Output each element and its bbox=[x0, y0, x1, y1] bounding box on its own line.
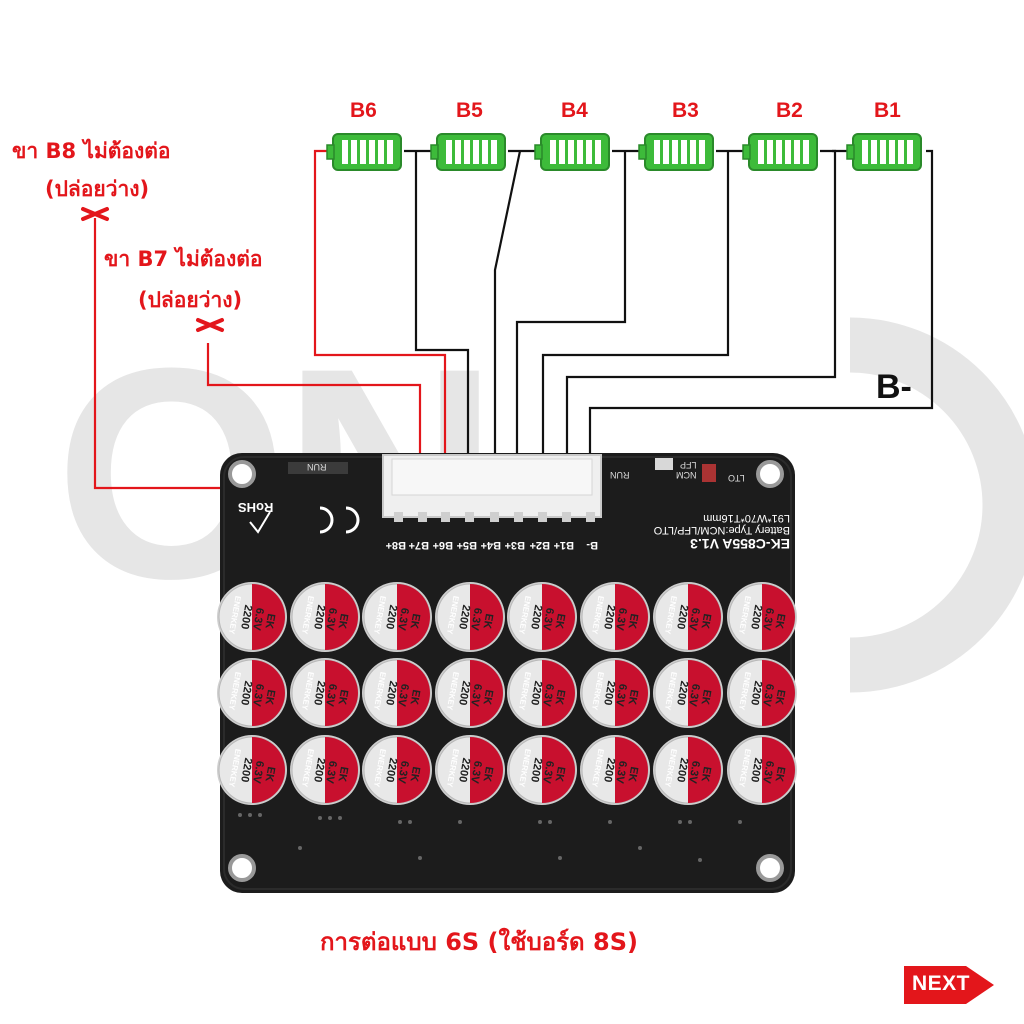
battery-b1 bbox=[846, 133, 922, 171]
battery-cells bbox=[326, 133, 922, 171]
battery-b5 bbox=[430, 133, 506, 171]
battery-label-b5: B5 bbox=[456, 99, 483, 122]
wire-b4-plus bbox=[493, 150, 522, 505]
cut-mark-b7 bbox=[196, 318, 224, 332]
battery-b4 bbox=[534, 133, 610, 171]
next-button-label: NEXT bbox=[912, 972, 971, 995]
pin-header bbox=[382, 454, 602, 522]
battery-label-b3: B3 bbox=[672, 99, 699, 122]
solder-pads bbox=[238, 813, 742, 862]
battery-b6 bbox=[326, 133, 402, 171]
wire-b3-plus bbox=[515, 151, 627, 505]
battery-label-b2: B2 bbox=[776, 99, 803, 122]
ce-mark bbox=[319, 506, 360, 534]
wire-b6-plus bbox=[313, 149, 447, 505]
open-wire-marks bbox=[81, 207, 224, 332]
b7-note-sub: (ปล่อยว่าง) bbox=[138, 288, 243, 312]
wire-b1-minus bbox=[588, 149, 934, 505]
b7-note-title: ขา B7 ไม่ต้องต่อ bbox=[104, 247, 263, 271]
battery-label-b6: B6 bbox=[350, 99, 377, 122]
b8-note-title: ขา B8 ไม่ต้องต่อ bbox=[12, 139, 171, 163]
diagram-caption: การต่อแบบ 6S (ใช้บอร์ด 8S) bbox=[320, 928, 638, 956]
cut-mark-b8 bbox=[81, 207, 109, 221]
battery-label-b1: B1 bbox=[874, 99, 901, 122]
next-arrow-shape bbox=[904, 966, 994, 1004]
wire-b7-open bbox=[206, 343, 422, 505]
b8-note-sub: (ปล่อยว่าง) bbox=[45, 177, 150, 201]
battery-label-b4: B4 bbox=[561, 99, 588, 122]
wire-b5-plus bbox=[414, 151, 470, 505]
next-button[interactable]: NEXT bbox=[904, 962, 996, 1008]
rohs-checkmark bbox=[249, 511, 271, 534]
battery-b3 bbox=[638, 133, 714, 171]
b-minus-label: B- bbox=[876, 368, 912, 406]
mounting-holes bbox=[228, 460, 784, 882]
wire-b2-plus bbox=[541, 151, 730, 505]
battery-b2 bbox=[742, 133, 818, 171]
